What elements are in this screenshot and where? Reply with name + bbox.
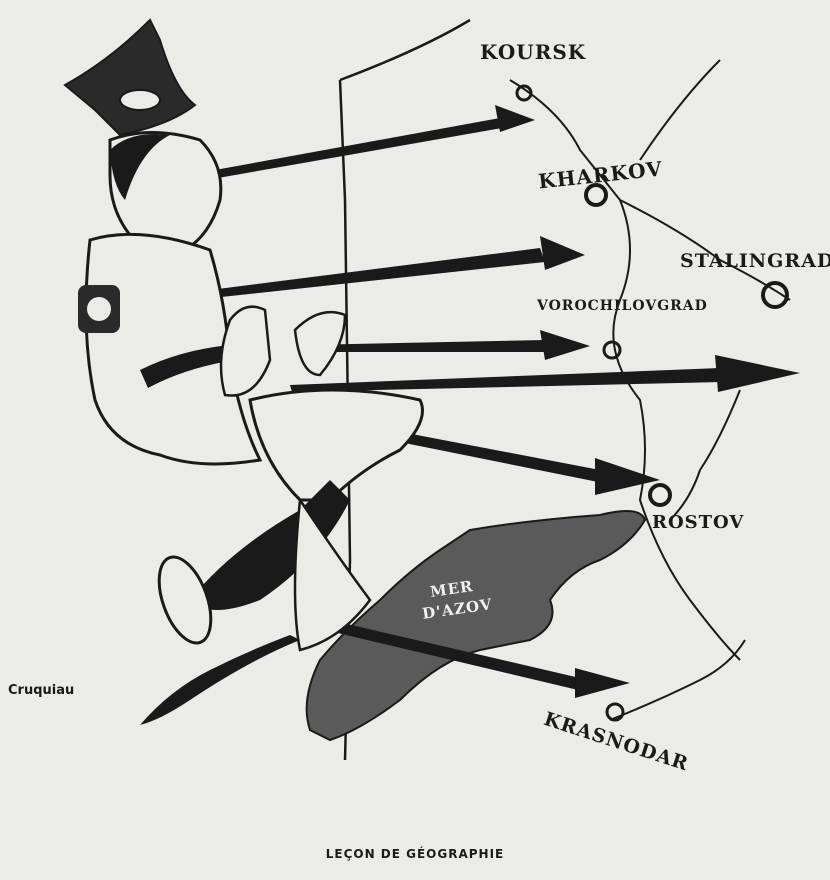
cap-badge [119, 89, 161, 111]
armband-emblem [87, 297, 111, 321]
river-line [612, 199, 741, 661]
gaze-arrow-vorochilovgrad [305, 340, 545, 352]
figure-belt [140, 345, 235, 388]
figure-leg-front [248, 388, 424, 502]
figure-boot-front [190, 480, 350, 610]
city-marker-vorochilovgrad [602, 340, 622, 360]
figure-hand [293, 310, 347, 377]
gaze-arrow-head [540, 236, 585, 270]
city-label-vorochilovgrad: VOROCHILOVGRAD [537, 298, 708, 314]
figure-cap [63, 18, 197, 137]
gaze-arrow-koursk [215, 118, 502, 178]
gaze-arrows [210, 105, 800, 698]
city-label-koursk: KOURSK [480, 40, 587, 64]
gaze-arrow-krasnodar [325, 620, 580, 690]
sea-of-azov [305, 510, 647, 742]
city-marker-kharkov [584, 183, 608, 207]
city-marker-krasnodar [605, 702, 625, 722]
gaze-arrow-head [540, 330, 590, 360]
artist-signature: Cruquiau [8, 683, 75, 698]
city-marker-stalingrad [761, 281, 789, 309]
gaze-arrow-head [595, 458, 660, 495]
gaze-arrow-rostov [360, 425, 600, 482]
figure-hair [110, 134, 170, 200]
city-marker-koursk [515, 84, 533, 102]
gaze-arrow-head [715, 355, 800, 392]
gaze-arrow-head [495, 105, 535, 132]
city-label-rostov: ROSTOV [652, 512, 745, 533]
city-label-stalingrad: STALINGRAD [680, 250, 830, 272]
gaze-arrow-kharkov [210, 248, 545, 298]
figure-torso [84, 232, 263, 466]
river-line [609, 639, 746, 721]
river-line [639, 59, 721, 161]
city-marker-rostov [648, 483, 672, 507]
gaze-arrow-head [575, 668, 630, 698]
cartoon-caption: LEÇON DE GÉOGRAPHIE [325, 847, 505, 861]
river-line [669, 389, 741, 521]
figure-leg-back [293, 496, 372, 652]
figure-boot-back [140, 635, 300, 725]
figure-hand [219, 305, 272, 397]
gaze-arrow-stalingrad [290, 368, 722, 392]
figure-boot-sole [157, 555, 213, 645]
